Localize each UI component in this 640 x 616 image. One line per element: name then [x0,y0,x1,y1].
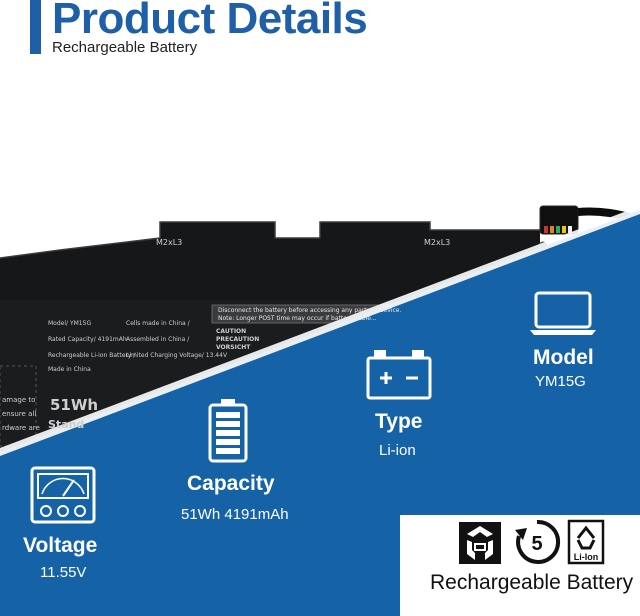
warning-line-2: Note: Longer POST time may occur if batt… [218,315,377,322]
standard-text: Stand [48,418,85,431]
capacity-value: 51Wh 4191mAh [181,506,289,523]
title-accent-bar [30,0,41,54]
side-text-2: ensure all [2,410,37,418]
energy-rating: 51Wh [50,396,99,414]
side-text-3: rdware are [2,424,40,432]
model-value: YM15G [535,373,586,390]
model-field: Model/ YM15G [48,320,92,327]
voltage-value: 11.55V [40,564,87,581]
capacity-label: Capacity [187,472,275,495]
recycling-caption: Rechargeable Battery [430,571,634,594]
side-text-1: amage to [2,396,36,404]
battery-level-icon [208,399,248,463]
warning-line-1: Disconnect the battery before accessing … [218,307,402,314]
battery-type-field: Rechargeable Li-ion Battery / [48,352,136,359]
vorsicht-label: VORSICHT [216,344,251,351]
caution-label: CAUTION [216,328,247,335]
voltage-label: Voltage [23,534,98,557]
laptop-icon [530,291,596,335]
model-label: Model [533,346,594,369]
type-value: Li-ion [379,442,416,459]
assembled-in-field: Assembled in China / [126,336,190,343]
rated-capacity-field: Rated Capacity/ 4191mAh [48,336,127,343]
cycle-5-icon: 5 [515,519,561,564]
cycle-number: 5 [531,533,542,555]
connector-mark-left: M2xL3 [156,238,183,247]
page-subtitle: Rechargeable Battery [52,39,198,56]
cells-made-in-field: Cells made in China / [126,320,190,327]
page-title: Product Details [52,0,368,43]
spec-panel [0,210,640,616]
battery-terminals-icon [366,350,432,400]
type-label: Type [375,410,423,433]
precaution-label: PRECAUTION [216,336,260,343]
li-ion-recycle-icon: Li-Ion [567,519,605,565]
voltmeter-icon [30,466,96,524]
charging-voltage-field: Limited Charging Voltage/ 13.44V [126,352,228,359]
header: Product Details Rechargeable Battery [0,0,640,62]
recycle-symbol-icon [459,522,501,564]
made-in-field: Made in China [48,366,91,373]
li-ion-mark: Li-Ion [574,552,599,562]
connector-mark-right: M2xL3 [424,238,451,247]
